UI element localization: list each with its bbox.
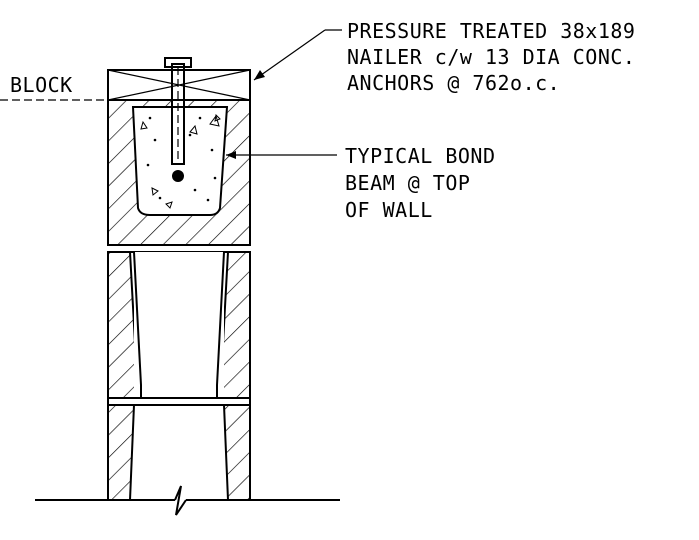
bond-beam-leader (226, 151, 337, 159)
nailer-note-line-1: PRESSURE TREATED 38x189 (347, 19, 635, 43)
nailer-plate (107, 69, 251, 101)
ground-line (35, 485, 340, 516)
bond-beam-block (107, 99, 251, 253)
bond-beam-note-line-1: TYPICAL BOND (345, 144, 496, 168)
bond-beam-note-line-2: BEAM @ TOP (345, 171, 470, 195)
nailer-note-line-3: ANCHORS @ 762o.c. (347, 71, 560, 95)
anchor-bolt (164, 57, 192, 165)
bond-beam-note-line-3: OF WALL (345, 198, 433, 222)
lower-block (107, 398, 251, 501)
concrete-fill (140, 113, 221, 209)
nailer-leader (253, 29, 342, 81)
block-label: BLOCK (10, 73, 73, 97)
nailer-note-line-2: NAILER c/w 13 DIA CONC. (347, 45, 635, 69)
middle-block (107, 251, 251, 406)
